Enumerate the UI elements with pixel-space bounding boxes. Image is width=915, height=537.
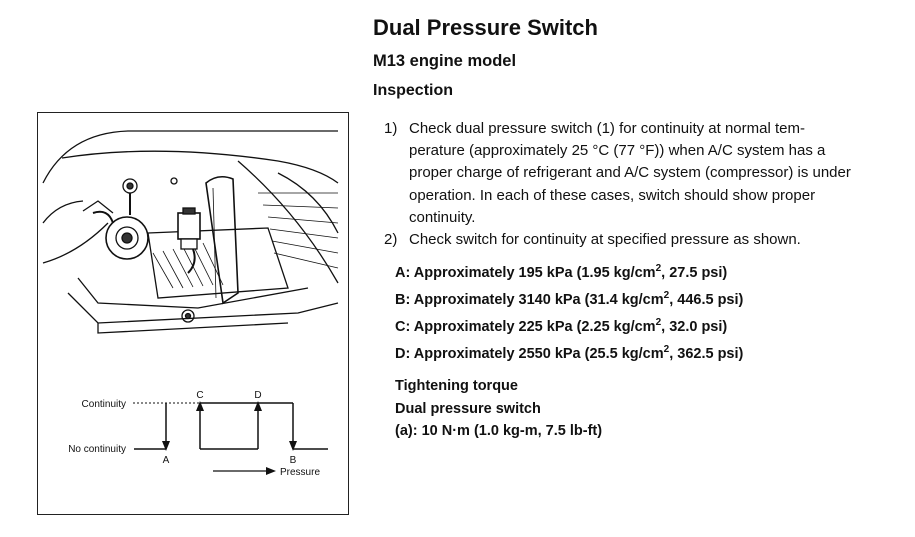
inspection-figure: Continuity No continuity A B C D Pressur… [37, 112, 349, 515]
pressure-label: Pressure [280, 467, 320, 478]
step-number: 1) [384, 120, 398, 137]
point-a-label: A [163, 455, 170, 466]
spec-item: A: Approximately 195 kPa (1.95 kg/cm2, 2… [395, 262, 743, 289]
spec-sup: 2 [663, 290, 670, 302]
spec-text: D: Approximately 2550 kPa (25.5 kg/cm [395, 346, 664, 362]
pressure-specs: A: Approximately 195 kPa (1.95 kg/cm2, 2… [395, 262, 743, 370]
tightening-torque: Tightening torque Dual pressure switch (… [395, 375, 602, 443]
spec-text: C: Approximately 225 kPa (2.25 kg/cm [395, 319, 656, 335]
section-heading: Inspection [373, 82, 454, 99]
spec-text-end: , 27.5 psi) [661, 265, 728, 281]
torque-value: (a): 10 N·m (1.0 kg-m, 7.5 lb-ft) [395, 423, 603, 439]
spec-text-end: , 446.5 psi) [669, 292, 744, 308]
torque-heading: Tightening torque [395, 378, 518, 394]
step-item: 2) Check switch for continuity at specif… [384, 229, 864, 251]
step-text: Check switch for continuity at specified… [409, 231, 801, 249]
spec-text-end: , 32.0 psi) [661, 319, 728, 335]
no-continuity-label: No continuity [68, 444, 126, 455]
spec-item: B: Approximately 3140 kPa (31.4 kg/cm2, … [395, 289, 743, 316]
spec-sup: 2 [663, 344, 670, 356]
engine-model-subtitle: M13 engine model [373, 52, 517, 70]
continuity-label: Continuity [82, 399, 126, 410]
point-b-label: B [290, 455, 297, 466]
spec-text-end: , 362.5 psi) [669, 346, 744, 362]
point-c-label: C [196, 390, 203, 401]
engine-illustration [42, 130, 339, 334]
inspection-steps: 1) Check dual pressure switch (1) for co… [384, 118, 864, 251]
continuity-graph [133, 401, 328, 475]
spec-text: B: Approximately 3140 kPa (31.4 kg/cm [395, 292, 664, 308]
page-title: Dual Pressure Switch [373, 15, 598, 40]
step-item: 1) Check dual pressure switch (1) for co… [384, 118, 864, 229]
spec-text: A: Approximately 195 kPa (1.95 kg/cm [395, 265, 656, 281]
step-number: 2) [384, 231, 398, 249]
figure-drawing: Continuity No continuity A B C D Pressur… [42, 130, 339, 478]
spec-item: C: Approximately 225 kPa (2.25 kg/cm2, 3… [395, 316, 743, 343]
spec-item: D: Approximately 2550 kPa (25.5 kg/cm2, … [395, 343, 743, 370]
point-d-label: D [254, 390, 261, 401]
spec-sup: 2 [655, 317, 662, 329]
step-text: Check dual pressure switch (1) for conti… [409, 120, 851, 226]
torque-item: Dual pressure switch [395, 400, 541, 417]
spec-sup: 2 [655, 263, 662, 275]
